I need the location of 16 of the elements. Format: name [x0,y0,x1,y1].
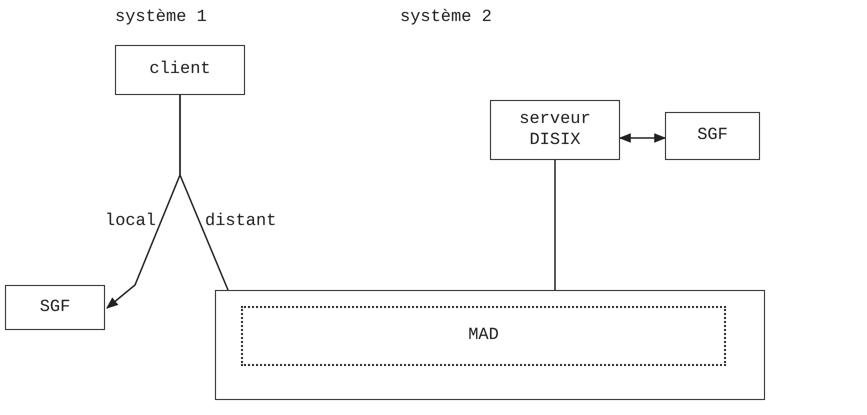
connector [618,133,666,143]
node-label: MAD [468,325,499,347]
dotted-region [241,306,726,366]
connector [554,160,556,290]
system-heading: système 1 [115,8,207,27]
system-box [215,290,765,400]
node-label: client [149,59,211,81]
node-label: serveur DISIX [518,108,592,152]
process-box [115,45,245,95]
system-heading: système 2 [400,8,492,27]
process-box [5,285,105,330]
node-label: SGF [40,296,70,318]
node-label: SGF [697,125,728,147]
process-box [665,112,760,160]
connector [179,95,229,290]
process-box [490,100,620,160]
